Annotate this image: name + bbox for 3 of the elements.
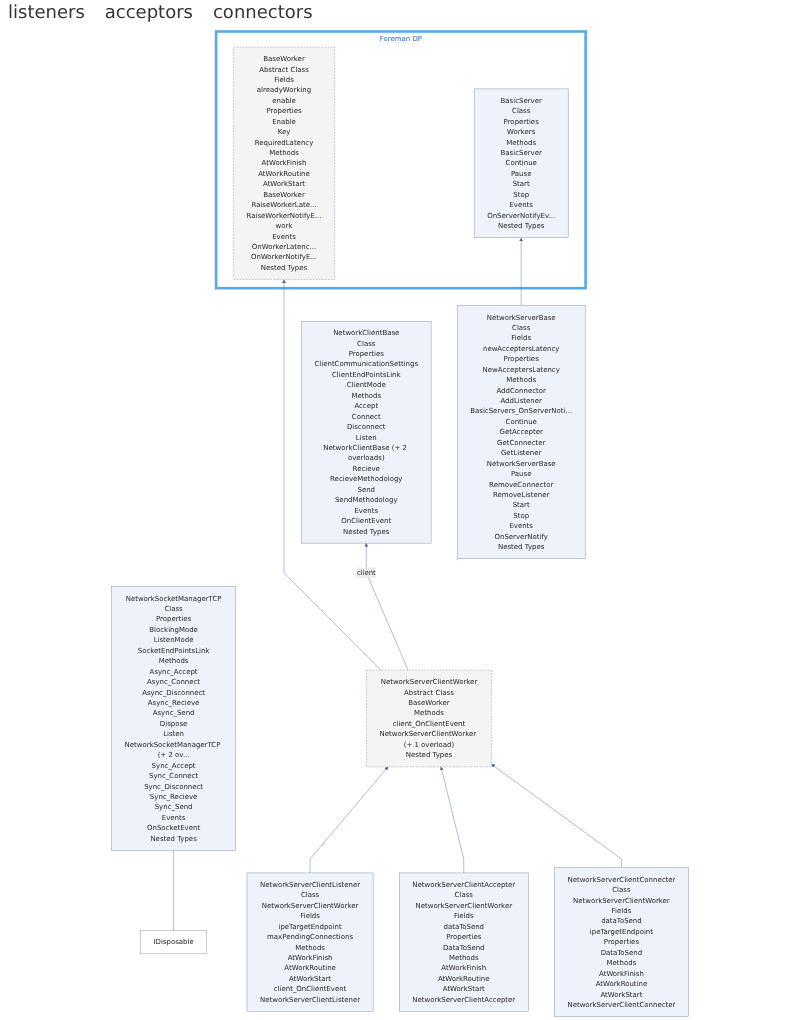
association-label: connectors: [212, 4, 313, 24]
association-label: acceptors: [104, 4, 193, 24]
association-label: listeners: [8, 4, 85, 24]
